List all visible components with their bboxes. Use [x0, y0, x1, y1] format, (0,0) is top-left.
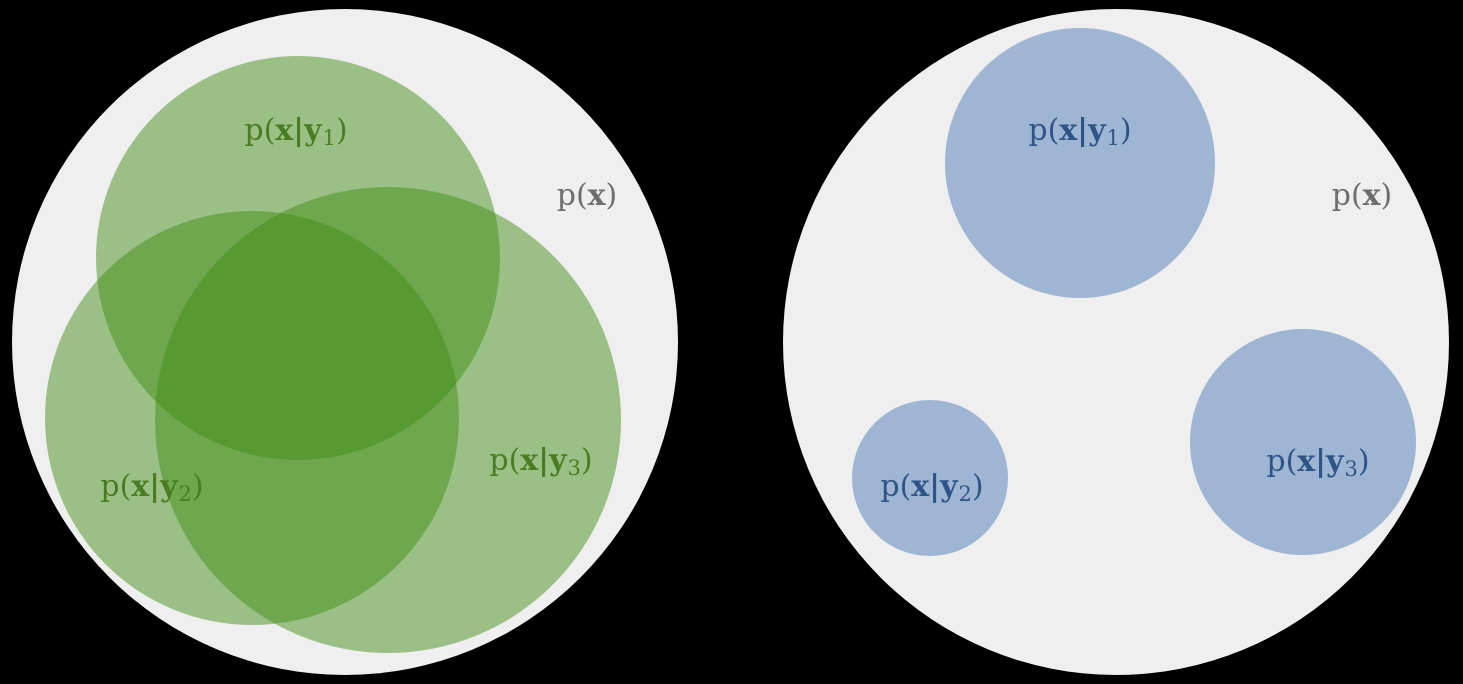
- math-x: x: [1297, 444, 1316, 479]
- label-posterior-1-left: p(x|y1): [244, 113, 348, 149]
- math-y: y: [549, 443, 567, 478]
- math-post: ): [1119, 113, 1132, 148]
- math-sub: 2: [178, 482, 192, 507]
- math-pre: p(: [1266, 444, 1298, 479]
- posterior-circle-2-left: [45, 211, 459, 625]
- math-bar: |: [149, 469, 161, 504]
- math-post: ): [335, 113, 348, 148]
- math-sub: 1: [1106, 126, 1120, 151]
- label-prior-right: p(x): [1332, 181, 1393, 211]
- posterior-circle-3-right: [1190, 329, 1416, 555]
- math-pre: p(: [244, 113, 276, 148]
- math-post: ): [580, 443, 593, 478]
- posterior-circle-3-left: [155, 187, 621, 653]
- math-pre: p(: [880, 469, 912, 504]
- posterior-circle-2-right: [852, 400, 1008, 556]
- math-y: y: [160, 469, 178, 504]
- math-pre: p(: [100, 469, 132, 504]
- math-post: ): [971, 469, 984, 504]
- math-y: y: [940, 469, 958, 504]
- prior-circle-left: [12, 9, 678, 675]
- math-bar: |: [1077, 113, 1089, 148]
- math-y: y: [1088, 113, 1106, 148]
- math-sub: 2: [958, 482, 972, 507]
- math-post: ): [605, 178, 618, 213]
- math-bar: |: [1315, 444, 1327, 479]
- math-sub: 1: [322, 126, 336, 151]
- math-x: x: [911, 469, 930, 504]
- math-x: x: [131, 469, 150, 504]
- label-posterior-1-right: p(x|y1): [1028, 113, 1132, 149]
- label-prior-left: p(x): [557, 181, 618, 211]
- math-post: ): [1357, 444, 1370, 479]
- math-bar: |: [538, 443, 550, 478]
- label-posterior-2-left: p(x|y2): [100, 469, 204, 505]
- math-x: x: [1362, 178, 1381, 213]
- posterior-circle-1-right: [945, 28, 1215, 298]
- label-posterior-2-right: p(x|y2): [880, 469, 984, 505]
- math-bar: |: [293, 113, 305, 148]
- math-y: y: [304, 113, 322, 148]
- posterior-circle-1-left: [96, 56, 500, 460]
- math-pre: p(: [556, 178, 588, 213]
- math-post: ): [191, 469, 204, 504]
- math-x: x: [520, 443, 539, 478]
- math-sub: 3: [1344, 457, 1358, 482]
- math-pre: p(: [489, 443, 521, 478]
- label-posterior-3-left: p(x|y3): [489, 443, 593, 479]
- math-x: x: [587, 178, 606, 213]
- math-pre: p(: [1331, 178, 1363, 213]
- math-post: ): [1380, 178, 1393, 213]
- math-sub: 3: [567, 456, 581, 481]
- math-pre: p(: [1028, 113, 1060, 148]
- math-y: y: [1326, 444, 1344, 479]
- math-x: x: [275, 113, 294, 148]
- math-x: x: [1059, 113, 1078, 148]
- label-posterior-3-right: p(x|y3): [1266, 444, 1370, 480]
- math-bar: |: [929, 469, 941, 504]
